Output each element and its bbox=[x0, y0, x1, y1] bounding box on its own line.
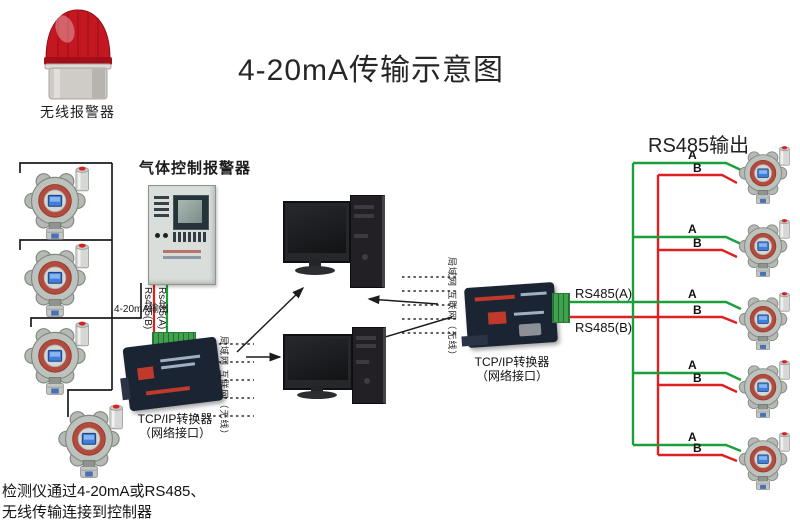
network-dotted-right bbox=[402, 276, 458, 334]
converter-detail bbox=[137, 366, 155, 381]
converter-left-name: TCP/IP转换器 bbox=[137, 412, 213, 426]
gas-detector bbox=[734, 217, 800, 278]
mounting-ear bbox=[461, 334, 489, 347]
converter-detail bbox=[520, 291, 547, 297]
monitor-base bbox=[295, 266, 335, 275]
caption-line1: 检测仪通过4-20mA或RS485、 bbox=[2, 483, 206, 500]
branch-a-label: A bbox=[688, 358, 697, 372]
left-4-20ma-bus bbox=[19, 162, 142, 417]
monitor bbox=[283, 334, 353, 390]
power-button bbox=[364, 378, 370, 384]
wireless-alarm-beacon bbox=[28, 5, 128, 103]
converter-body bbox=[461, 281, 558, 349]
panel-screen-display bbox=[178, 200, 202, 223]
label-4-20ma-output: 4-20mA输出 bbox=[114, 304, 170, 315]
converter-right-name: TCP/IP转换器 bbox=[474, 355, 550, 369]
panel-rs485-wires bbox=[152, 283, 169, 338]
tcpip-converter-right bbox=[461, 279, 570, 353]
converter-detail bbox=[513, 310, 544, 316]
monitor bbox=[283, 201, 351, 263]
drive-bay bbox=[354, 205, 374, 209]
controller-label: 气体控制报警器 bbox=[139, 160, 252, 177]
label-rs485-a: Rs485(A) bbox=[156, 287, 167, 330]
panel-knob bbox=[163, 233, 168, 238]
gas-detector bbox=[18, 319, 102, 396]
converter-detail bbox=[487, 311, 507, 325]
branch-b-label: B bbox=[693, 371, 702, 385]
beacon-label: 无线报警器 bbox=[40, 104, 115, 120]
monitor-stand bbox=[311, 386, 323, 392]
gas-detector bbox=[734, 144, 800, 205]
panel-button-grid bbox=[154, 196, 169, 220]
tcpip-converter-left bbox=[120, 330, 226, 414]
network-link-label-left: 局域网 互联网（无线） bbox=[219, 336, 229, 440]
branch-a-label: A bbox=[688, 287, 697, 301]
mounting-ear bbox=[120, 377, 131, 401]
monitor-screen bbox=[288, 206, 346, 253]
converter-right-label: TCP/IP转换器 （网络接口） bbox=[462, 355, 562, 383]
monitor-screen bbox=[288, 339, 348, 380]
drive-bay bbox=[354, 214, 374, 218]
converter-detail bbox=[474, 294, 515, 302]
rs485-output-bus bbox=[565, 161, 742, 463]
caption-line2: 无线传输连接到控制器 bbox=[2, 504, 153, 520]
converter-detail bbox=[145, 386, 191, 396]
converter-detail bbox=[160, 362, 196, 370]
panel-keypad bbox=[173, 232, 207, 242]
page-title: 4-20mA传输示意图 bbox=[238, 54, 505, 87]
converter-left-sub: （网络接口） bbox=[138, 426, 211, 440]
drive-bay bbox=[356, 360, 369, 364]
drive-bay bbox=[356, 344, 376, 348]
gas-detector bbox=[18, 164, 102, 241]
converter-left-label: TCP/IP转换器 （网络接口） bbox=[120, 412, 230, 440]
branch-b-label: B bbox=[693, 303, 702, 317]
branch-b-label: B bbox=[693, 236, 702, 250]
power-button bbox=[362, 254, 368, 260]
monitor-stand bbox=[309, 259, 321, 267]
pc-tower bbox=[350, 195, 385, 288]
gas-detector bbox=[52, 402, 136, 479]
label-rs485-b: Rs485(B) bbox=[142, 287, 153, 330]
drive-bay bbox=[354, 234, 368, 238]
converter-right-sub: （网络接口） bbox=[475, 369, 548, 383]
gas-detector bbox=[734, 290, 800, 351]
branch-a-label: A bbox=[688, 222, 697, 236]
db9-connector bbox=[518, 322, 542, 337]
monitor-base bbox=[297, 391, 337, 399]
gas-detector bbox=[734, 430, 800, 491]
panel-screen bbox=[173, 195, 209, 230]
panel-knob bbox=[155, 233, 160, 238]
label-rs485-a-wire: RS485(A) bbox=[575, 286, 633, 301]
panel-nameplate bbox=[163, 256, 201, 259]
branch-b-label: B bbox=[693, 161, 702, 175]
pc-tower bbox=[352, 327, 386, 404]
branch-b-label: B bbox=[693, 441, 702, 455]
converter-body bbox=[120, 336, 224, 412]
gas-control-panel bbox=[148, 185, 216, 285]
rs485-output-title: RS485输出 bbox=[648, 135, 750, 157]
drive-bay bbox=[356, 336, 376, 340]
panel-nameplate bbox=[163, 250, 201, 253]
label-rs485-b-wire: RS485(B) bbox=[575, 320, 633, 335]
network-link-label-right: 局域网 互联网（无线） bbox=[447, 257, 457, 361]
gas-detector bbox=[734, 358, 800, 419]
caption: 检测仪通过4-20mA或RS485、 无线传输连接到控制器 bbox=[2, 481, 205, 520]
gas-detector bbox=[18, 241, 102, 318]
network-dotted-left bbox=[196, 343, 254, 417]
branch-a-label: A bbox=[688, 430, 697, 444]
terminal-block bbox=[552, 293, 570, 323]
branch-a-label: A bbox=[688, 148, 697, 162]
